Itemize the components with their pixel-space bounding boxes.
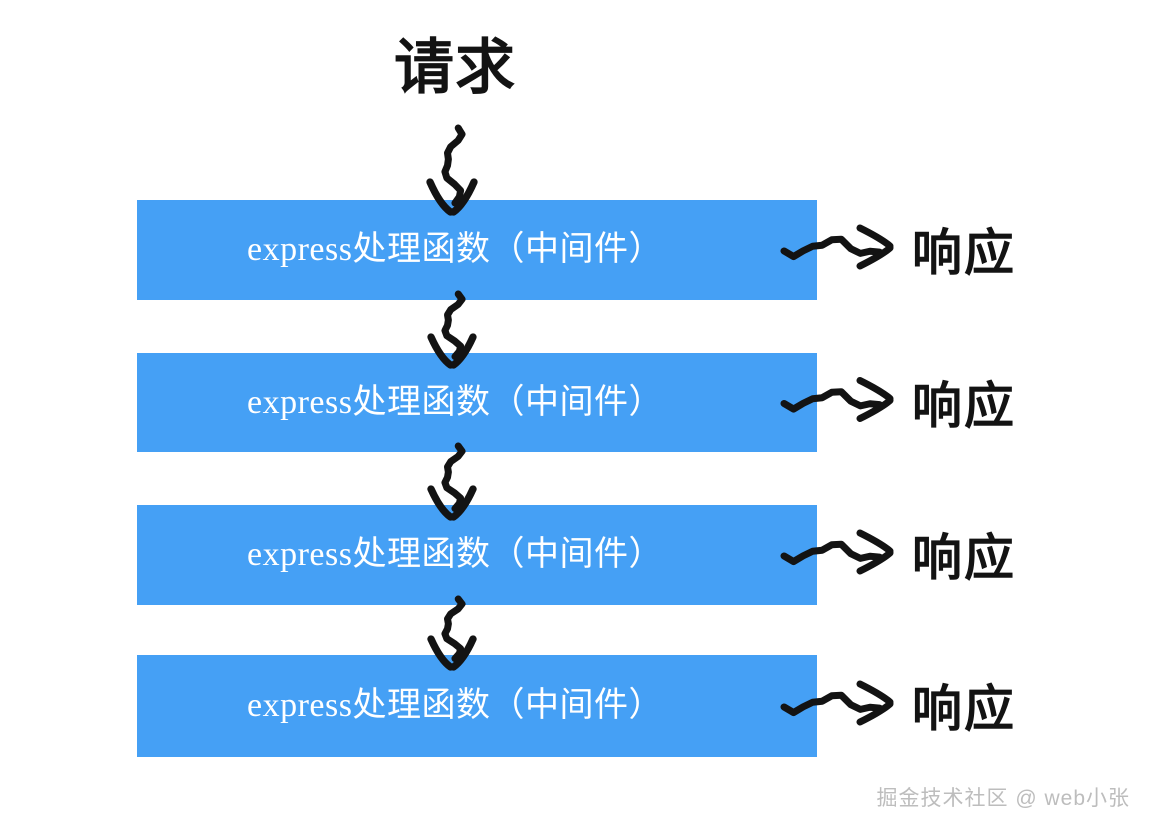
arrow-down-icon-stage-2-shaft <box>441 442 466 513</box>
response-label-2: 响应 <box>912 377 1016 434</box>
watermark: 掘金技术社区 @ web小张 <box>876 787 1130 810</box>
middleware-box-label: express处理函数（中间件） <box>247 231 663 268</box>
arrow-down-icon-request-shaft <box>441 124 466 207</box>
arrow-right-icon-stage-4-head-top <box>856 680 894 706</box>
middleware-box-label: express处理函数（中间件） <box>247 536 663 573</box>
middleware-box-label: express处理函数（中间件） <box>247 383 663 421</box>
arrow-right-icon-stage-1-head-top <box>856 224 894 250</box>
middleware-box-label: express处理函数（中间件） <box>247 687 663 724</box>
response-label-3: 响应 <box>912 530 1016 586</box>
response-label-1: 响应 <box>912 225 1016 281</box>
middleware-box-1: express处理函数（中间件） <box>137 200 817 300</box>
arrow-down-icon-stage-1-shaft <box>441 290 466 361</box>
response-label-4: 响应 <box>912 681 1016 737</box>
arrow-right-icon-stage-2-head-top <box>856 377 894 402</box>
arrow-down-icon-stage-3-shaft <box>441 595 466 663</box>
middleware-box-4: express处理函数（中间件） <box>137 655 817 757</box>
arrow-right-icon-stage-1-head-bottom <box>856 244 894 270</box>
arrow-right-icon-stage-4-head-bottom <box>856 700 894 726</box>
request-label: 请求 <box>394 34 516 101</box>
middleware-box-3: express处理函数（中间件） <box>137 505 817 605</box>
arrow-right-icon-stage-2-head-bottom <box>856 397 894 422</box>
middleware-box-2: express处理函数（中间件） <box>137 353 817 452</box>
arrow-right-icon-stage-3-head-top <box>856 529 894 555</box>
arrow-right-icon-stage-3-head-bottom <box>856 549 894 575</box>
